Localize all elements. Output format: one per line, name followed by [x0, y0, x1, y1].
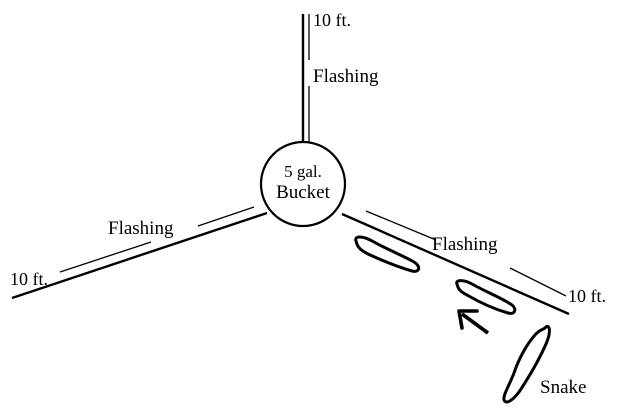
bucket-label: Bucket	[276, 182, 331, 203]
right-flashing-label: Flashing	[432, 234, 498, 255]
snake-label: Snake	[540, 377, 586, 398]
top-flashing-arm	[301, 14, 310, 158]
right-flashing-arm	[341, 210, 570, 316]
left-flashing-label: Flashing	[108, 218, 174, 239]
bucket-size-label: 5 gal.	[284, 162, 322, 181]
top-flashing-label: Flashing	[313, 66, 379, 87]
snake-icon	[455, 279, 517, 315]
bucket-circle	[259, 140, 347, 228]
snake-icon	[502, 324, 551, 404]
snake-icon	[354, 235, 421, 273]
left-length-label: 10 ft.	[10, 269, 48, 289]
arrow-icon	[457, 309, 490, 335]
right-length-label: 10 ft.	[568, 286, 606, 306]
top-length-label: 10 ft.	[313, 10, 351, 30]
left-flashing-arm	[11, 206, 268, 300]
